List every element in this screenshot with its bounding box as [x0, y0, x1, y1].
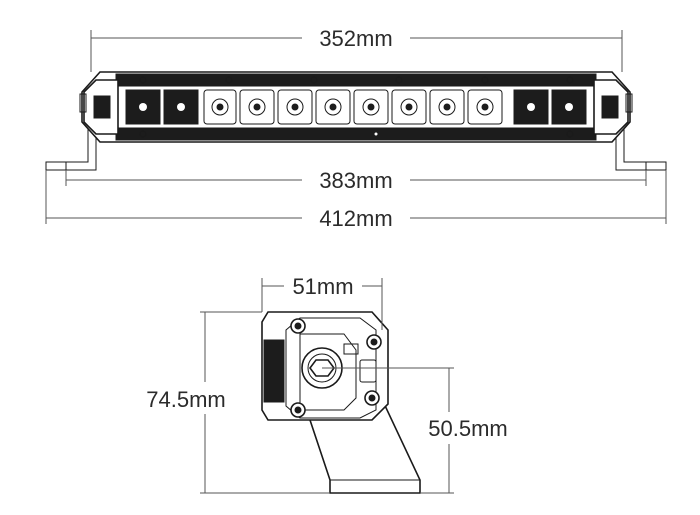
- dimension-label-412: 412mm: [319, 206, 392, 231]
- side-view: 51mm 74.5mm 50.5mm: [146, 274, 508, 494]
- dimension-bracket-span: 383mm: [65, 168, 647, 193]
- dimension-depth: 51mm: [261, 274, 383, 330]
- dimension-label-51: 51mm: [292, 274, 353, 299]
- dimension-overall-width: 412mm: [45, 170, 667, 231]
- left-mount-bracket: [45, 110, 97, 171]
- left-end-cap: [79, 79, 119, 135]
- right-mount-bracket: [615, 110, 667, 171]
- dimension-label-352: 352mm: [319, 26, 392, 51]
- rail-screws: [139, 76, 574, 138]
- dimension-label-50-5: 50.5mm: [428, 416, 507, 441]
- led-modules: [125, 89, 587, 125]
- dimension-overall-height: 74.5mm: [146, 311, 330, 494]
- front-view: 352mm 383mm 412mm: [45, 26, 667, 231]
- side-bolts: [290, 318, 382, 418]
- dimension-label-383: 383mm: [319, 168, 392, 193]
- right-end-cap: [593, 79, 633, 135]
- top-fin-rail: [115, 73, 597, 87]
- dimension-label-74-5: 74.5mm: [146, 387, 225, 412]
- dimension-mount-height: 50.5mm: [322, 367, 508, 494]
- bottom-fin-rail: [115, 127, 597, 141]
- dimension-bar-length: 352mm: [90, 26, 623, 72]
